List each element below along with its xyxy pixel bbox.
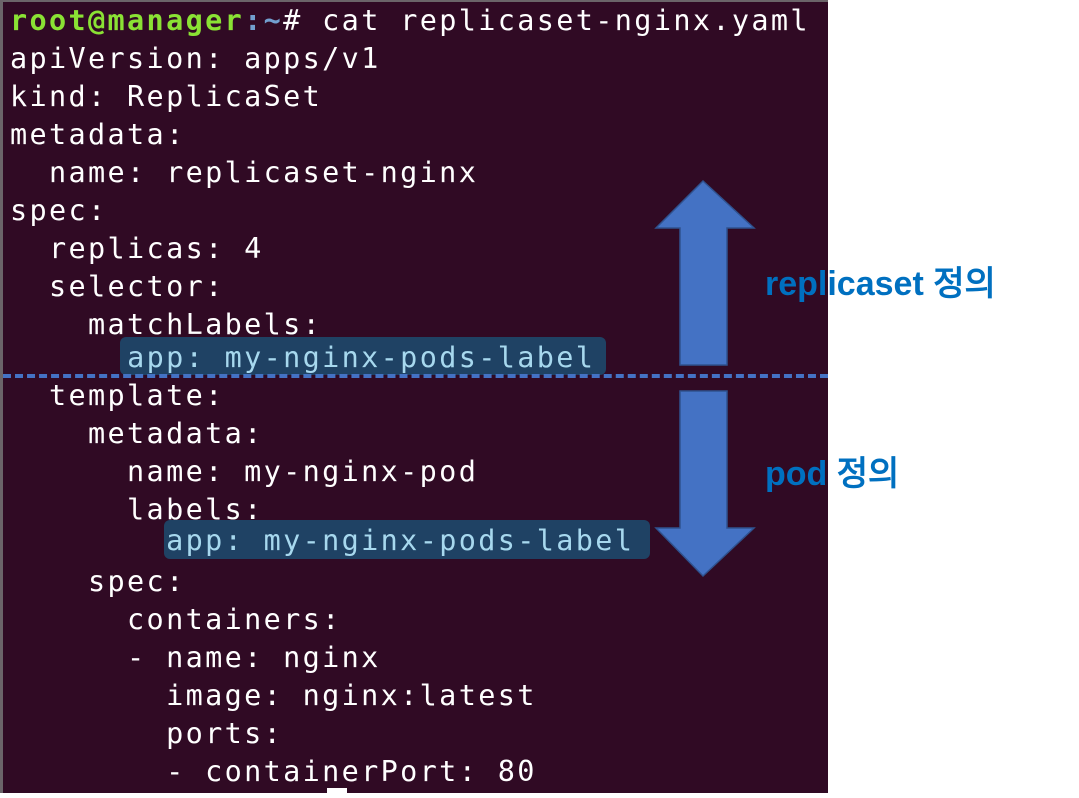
yaml-line-highlighted: app: my-nginx-pods-label (10, 522, 634, 560)
pod-label-highlight (164, 520, 650, 559)
yaml-line: name: replicaset-nginx (10, 156, 479, 189)
yaml-line: template: (10, 379, 225, 412)
yaml-line: replicas: 4 (10, 232, 264, 265)
yaml-line: metadata: (10, 118, 186, 151)
section-divider-dashed-line (3, 374, 828, 378)
prompt-symbol: # (283, 4, 323, 37)
selector-label-highlight (120, 337, 606, 375)
pod-definition-label: pod 정의 (765, 455, 900, 493)
terminal-cursor (327, 788, 347, 798)
arrow-up-icon (654, 179, 756, 366)
yaml-line: - containerPort: 80 (10, 755, 537, 788)
yaml-line: spec: (10, 565, 186, 598)
prompt-path: :~ (244, 4, 284, 37)
yaml-line: apiVersion: apps/v1 (10, 42, 381, 75)
selector-match-label: app: my-nginx-pods-label (127, 341, 596, 374)
command-text: cat replicaset-nginx.yaml (322, 4, 810, 37)
yaml-line: image: nginx:latest (10, 679, 537, 712)
arrow-down-icon (654, 390, 756, 578)
prompt-line: root@manager:~# cat replicaset-nginx.yam… (10, 2, 810, 40)
yaml-line: metadata: (10, 417, 264, 450)
yaml-line: matchLabels: (10, 308, 323, 341)
yaml-line: spec: (10, 194, 108, 227)
prompt-user-host: root@manager (10, 4, 245, 37)
yaml-line: - name: nginx (10, 641, 381, 674)
yaml-line: containers: (10, 603, 342, 636)
yaml-line: ports: (10, 717, 284, 750)
yaml-line: kind: ReplicaSet (10, 80, 323, 113)
yaml-line-highlighted: app: my-nginx-pods-label (10, 339, 595, 377)
pod-template-label: app: my-nginx-pods-label (166, 524, 635, 557)
yaml-line: name: my-nginx-pod (10, 455, 479, 488)
yaml-line: selector: (10, 270, 225, 303)
replicaset-definition-label: replicaset 정의 (765, 265, 996, 303)
